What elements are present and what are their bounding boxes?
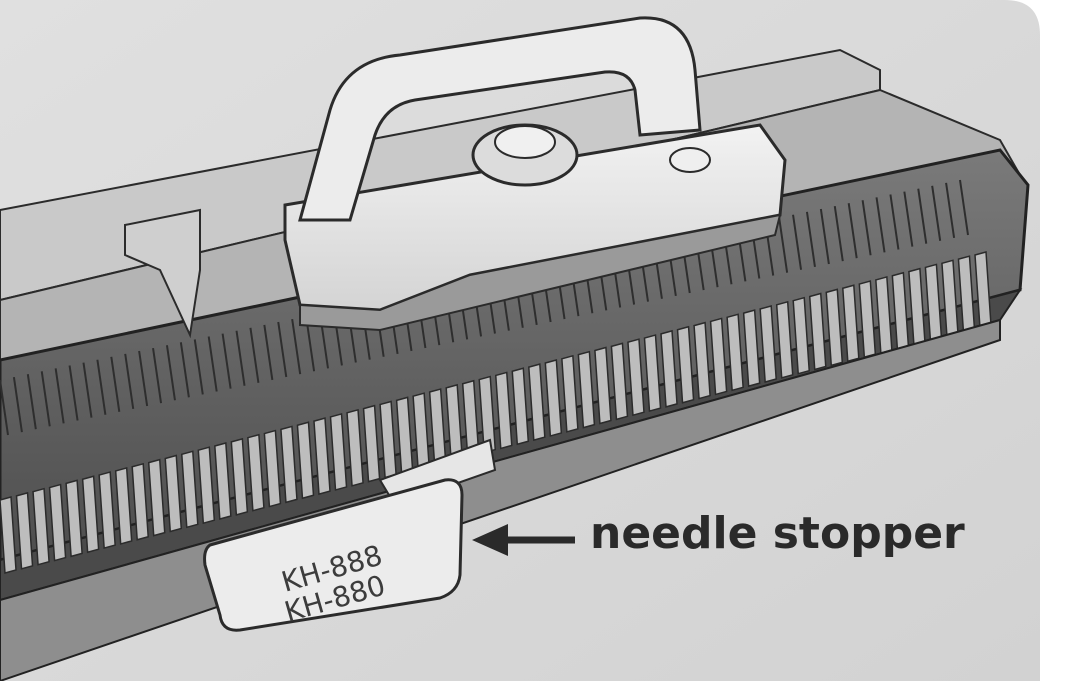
needle	[221, 333, 232, 389]
needle	[152, 347, 163, 404]
needle-butt	[280, 425, 298, 504]
needle-butt	[346, 408, 364, 487]
needle-butt	[0, 496, 17, 574]
needle	[917, 188, 928, 244]
carriage-handle	[298, 16, 702, 222]
needle-butt	[65, 479, 83, 558]
needle-butt	[610, 342, 629, 421]
needle-butt	[808, 292, 827, 371]
needle-butt	[726, 313, 744, 392]
needle-butt	[478, 375, 497, 454]
needle	[249, 327, 260, 383]
needle-butt	[627, 338, 645, 417]
needle-butt	[263, 429, 282, 508]
needle-butt	[32, 487, 50, 566]
needle-butt	[247, 433, 265, 512]
needle	[165, 345, 176, 401]
needle	[945, 182, 956, 239]
needle-butt	[544, 359, 563, 437]
needle	[207, 336, 218, 392]
needle	[68, 365, 79, 421]
needle	[778, 217, 789, 273]
needle	[54, 368, 65, 424]
rail-block	[124, 208, 201, 339]
needle-butt	[528, 363, 546, 442]
needle	[96, 359, 107, 415]
needle	[903, 191, 914, 247]
needle	[124, 353, 135, 410]
needle	[138, 350, 149, 407]
needle	[179, 342, 190, 398]
needle	[40, 371, 51, 427]
needle-butt	[511, 367, 530, 446]
needle-butt	[230, 437, 249, 516]
needle-butt	[313, 417, 331, 496]
needle-butt	[775, 300, 794, 379]
needle-butt	[742, 309, 761, 388]
needle	[26, 374, 37, 430]
needle	[235, 330, 246, 386]
needle	[110, 356, 121, 412]
needle-butt	[214, 442, 232, 520]
needle	[291, 318, 302, 375]
needle-butt	[561, 354, 579, 433]
needle	[0, 379, 9, 436]
needle-butt	[81, 475, 100, 554]
needle-butt	[693, 321, 711, 400]
needle-butt	[494, 371, 513, 450]
carriage-hole	[669, 147, 711, 173]
needle	[931, 185, 942, 241]
needle-butt	[577, 350, 596, 429]
needle-butt	[643, 334, 662, 413]
needle-butt	[131, 462, 149, 541]
needle-butt	[329, 412, 348, 491]
needle-butt	[180, 450, 199, 529]
needle	[959, 179, 969, 236]
needle-butt	[114, 466, 133, 545]
needle	[805, 211, 816, 268]
needle	[792, 214, 803, 270]
needle	[833, 205, 844, 262]
needle	[263, 324, 274, 381]
needle-butt	[842, 284, 860, 363]
needle-butt	[825, 288, 844, 367]
needle-butt	[48, 483, 67, 562]
needle-row-front	[0, 251, 992, 574]
needle	[82, 362, 93, 418]
needle	[819, 208, 830, 265]
needle-stopper: KH-888 KH-880	[203, 438, 497, 632]
needle	[193, 339, 204, 395]
needle-butt	[792, 296, 811, 375]
needle-butt	[164, 454, 183, 533]
needle	[889, 194, 900, 250]
needle-butt	[362, 404, 381, 483]
needle	[861, 200, 872, 256]
needle-butt	[660, 329, 678, 408]
needle-butt	[759, 305, 777, 383]
needle-butt	[98, 471, 116, 550]
needle	[847, 203, 858, 259]
needle-stopper-label: needle stopper	[590, 508, 965, 559]
needle	[875, 197, 886, 253]
needle-butt	[676, 325, 695, 404]
needle-butt	[594, 346, 612, 425]
left-arrow-icon	[472, 524, 575, 556]
needle-butt	[296, 421, 315, 500]
needle	[277, 321, 288, 378]
needle-butt	[709, 317, 728, 396]
needle	[12, 376, 23, 433]
needle-butt	[197, 446, 216, 525]
needle-butt	[15, 491, 34, 570]
needle-butt	[147, 458, 166, 537]
